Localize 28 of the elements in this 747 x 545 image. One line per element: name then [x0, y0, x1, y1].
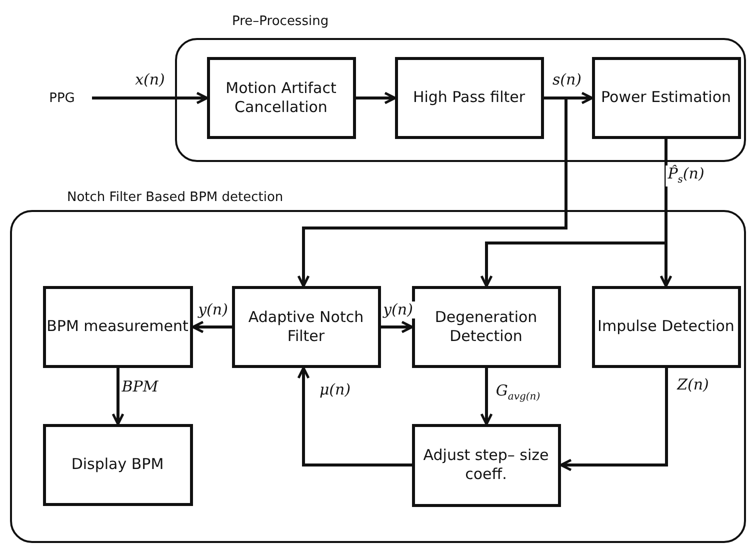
- arrow: [381, 320, 414, 334]
- arrow: [192, 320, 232, 334]
- process-box: Adjust step– size coeff.: [412, 424, 560, 506]
- edge-label: G$_{avg(n)}$: [494, 382, 542, 404]
- process-box: Degeneration Detection: [412, 286, 560, 368]
- arrow: [112, 368, 124, 426]
- edge-label: x(n): [133, 72, 167, 88]
- process-box: BPM measurement: [42, 286, 192, 368]
- process-box: Display BPM: [42, 424, 192, 506]
- group-heading: Pre–Processing: [232, 14, 329, 29]
- edge-label: P̂$_{s}$(n): [666, 166, 706, 186]
- process-box: High Pass filter: [394, 56, 544, 138]
- edge-label: y(n): [196, 302, 230, 318]
- arrow: [480, 368, 493, 426]
- edge-label: Z(n): [675, 376, 711, 394]
- group-heading: Notch Filter Based BPM detection: [67, 190, 284, 205]
- process-box: Impulse Detection: [592, 286, 740, 368]
- arrow: [560, 368, 668, 472]
- edge-label: μ(n): [317, 382, 353, 398]
- arrow: [297, 96, 568, 288]
- process-box: Power Estimation: [592, 56, 740, 138]
- edge-label: y(n): [381, 302, 415, 318]
- arrow: [297, 366, 412, 466]
- arrow: [356, 92, 396, 104]
- process-box: Motion Artifact Cancellation: [206, 56, 356, 138]
- process-box: Adaptive Notch Filter: [232, 286, 380, 368]
- input-label: PPG: [49, 90, 75, 106]
- arrow: [92, 92, 208, 104]
